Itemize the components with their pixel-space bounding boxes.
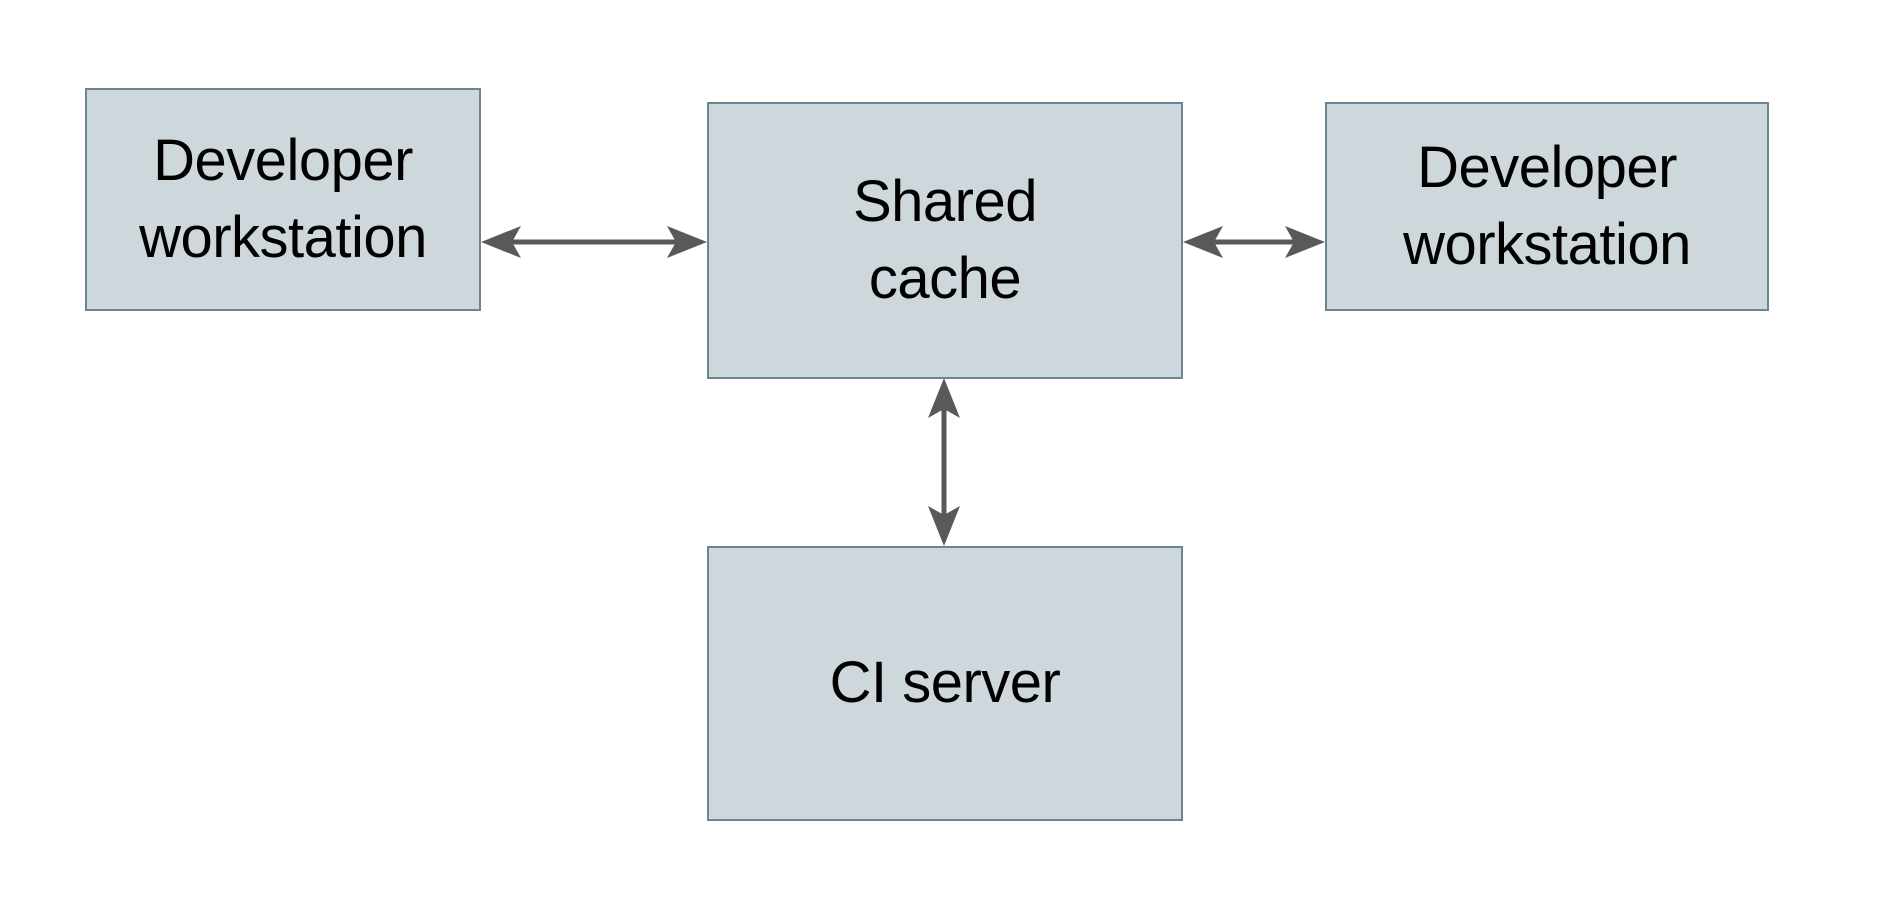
- edge-dev-left-to-shared-cache: [481, 226, 707, 258]
- node-label: Developer workstation: [1403, 134, 1691, 277]
- node-label: CI server: [829, 650, 1061, 716]
- arrowhead-right: [1285, 226, 1325, 258]
- node-ci-server[interactable]: CI server: [707, 546, 1183, 821]
- arrowhead-up: [928, 378, 960, 418]
- arrowhead-right: [667, 226, 707, 258]
- node-label: Shared cache: [852, 168, 1038, 311]
- node-label: Developer workstation: [139, 127, 427, 270]
- arrowhead-left: [481, 226, 521, 258]
- node-developer-workstation-right[interactable]: Developer workstation: [1325, 102, 1769, 311]
- edge-shared-cache-to-ci-server: [928, 378, 960, 546]
- edge-shared-cache-to-dev-right: [1183, 226, 1325, 258]
- node-developer-workstation-left[interactable]: Developer workstation: [85, 88, 481, 311]
- arrowhead-left: [1183, 226, 1223, 258]
- node-shared-cache[interactable]: Shared cache: [707, 102, 1183, 379]
- arrowhead-down: [928, 506, 960, 546]
